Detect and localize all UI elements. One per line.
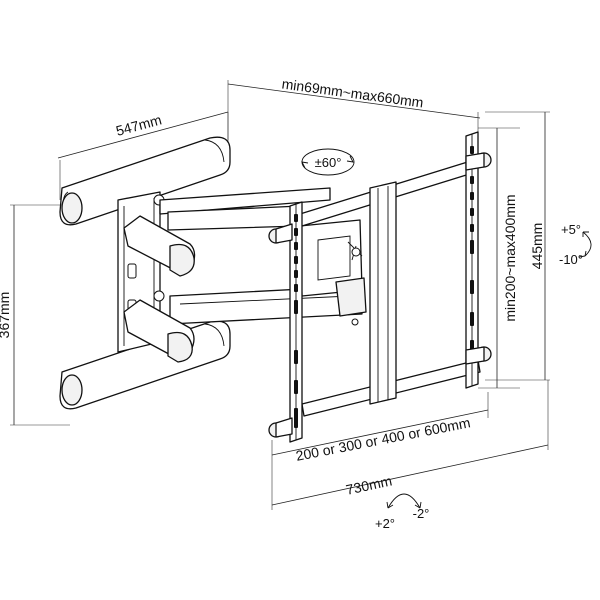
bracket-height-label: 445mm bbox=[529, 223, 545, 270]
level-minus-label: -2° bbox=[413, 506, 430, 521]
swing-arms bbox=[123, 187, 367, 363]
tilt-down-label: -10° bbox=[559, 252, 583, 267]
bracket-width-dimension: 730mm bbox=[271, 380, 549, 506]
bracket-width-label: 730mm bbox=[344, 472, 393, 497]
vesa-vertical-dimension: min200~max400mm bbox=[478, 127, 520, 389]
vesa-vertical-label: min200~max400mm bbox=[502, 194, 518, 321]
vesa-horizontal-label: 200 or 300 or 400 or 600mm bbox=[294, 414, 471, 464]
swivel-label: ±60° bbox=[315, 155, 342, 170]
level-adjust-indicator: +2° -2° bbox=[375, 493, 430, 531]
tilt-up-label: +5° bbox=[561, 222, 581, 237]
arm-extension-label: min69mm~max660mm bbox=[281, 76, 425, 111]
tv-bracket bbox=[268, 131, 492, 443]
wall-plate-height-label: 367mm bbox=[0, 292, 12, 339]
wall-plate-height-dimension: 367mm bbox=[0, 204, 70, 426]
level-plus-label: +2° bbox=[375, 516, 395, 531]
wall-plate bbox=[59, 136, 231, 410]
wall-plate-width-label: 547mm bbox=[114, 111, 163, 139]
bracket-height-dimension: 445mm bbox=[485, 111, 550, 381]
tilt-indicator: +5° -10° bbox=[559, 222, 592, 267]
arm-extension-dimension: min69mm~max660mm bbox=[227, 76, 481, 150]
left-rail-holes bbox=[294, 214, 298, 428]
swivel-indicator: ±60° bbox=[301, 148, 355, 176]
